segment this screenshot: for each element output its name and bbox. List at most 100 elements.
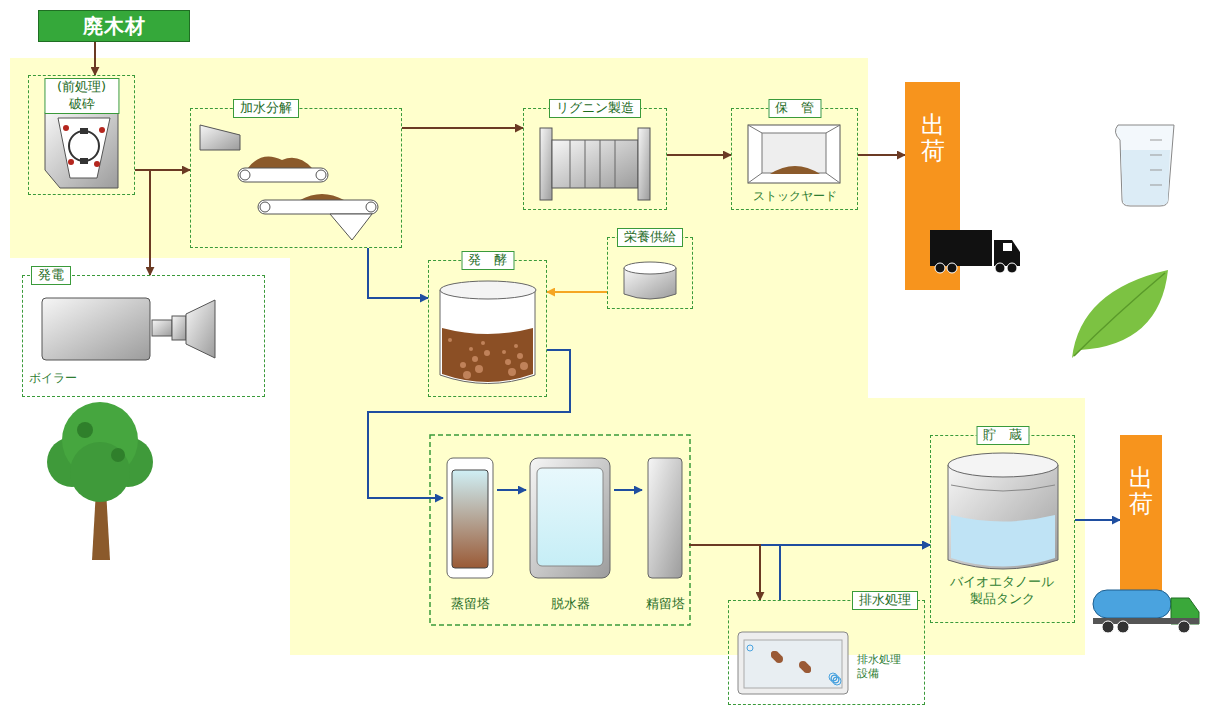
wastewater-basin-part-part	[771, 651, 779, 659]
tanker-truck-part	[1102, 621, 1114, 633]
truck-part	[995, 263, 1005, 273]
heading-tab: 栄養供給	[617, 228, 683, 247]
wastewater-basin-part-part	[829, 673, 837, 681]
flow-arrow	[689, 545, 760, 600]
dehydrator	[530, 458, 610, 578]
flow-arrow	[1075, 519, 1120, 521]
conveyor-part	[316, 170, 326, 180]
fermenter-tank-part-part	[448, 338, 452, 342]
nutrient-tank-part	[624, 262, 676, 274]
conveyor-part	[248, 156, 312, 168]
fermenter-tank-part-part	[484, 350, 490, 356]
stockyard-part	[748, 173, 762, 183]
lignin-drum-part	[638, 128, 650, 200]
crusher-part	[94, 161, 100, 167]
fermenter-tank-part-part	[502, 350, 506, 354]
stockyard-part	[748, 125, 840, 183]
rectifying-column	[648, 458, 682, 578]
boiler-part	[42, 298, 150, 360]
lignin-drum-part	[615, 140, 616, 188]
lignin-drum-part	[540, 128, 552, 200]
process-box: 排水処理排水処理 設備	[728, 600, 925, 705]
wastewater-basin-part-part	[771, 651, 777, 657]
equipment-label: 排水処理 設備	[857, 653, 908, 682]
product-tank	[948, 453, 1058, 569]
leaf-part	[1074, 273, 1165, 356]
lignin-drum-part	[552, 140, 638, 188]
process-box: 発 酵	[428, 260, 547, 397]
truck-part	[1007, 263, 1017, 273]
vertical-label: 出荷	[921, 112, 945, 165]
equipment-label-box: 脱水器	[526, 455, 614, 615]
equipment-label: 蒸留塔	[451, 595, 490, 613]
flow-arrow	[497, 489, 526, 491]
vertical-label: 出荷	[1129, 465, 1153, 518]
fermenter-tank-part-part	[469, 347, 473, 351]
stockyard-part	[826, 173, 840, 183]
equipment-label-box: 精留塔	[642, 455, 689, 615]
rectifying-column-part	[648, 458, 682, 578]
source-label: 廃木材	[83, 13, 146, 40]
fermenter-tank-part-part	[508, 368, 516, 376]
process-box: リグニン製造	[523, 108, 667, 210]
equipment-label-box: 蒸留塔	[443, 455, 497, 615]
conveyor-part	[366, 202, 376, 212]
fermenter-tank-part	[440, 281, 536, 299]
fermenter-tank-part-part	[475, 365, 483, 373]
tree-part	[111, 448, 125, 462]
process-box: 保 管ストックヤード	[731, 108, 858, 210]
heading-tab: 排水処理	[852, 591, 918, 610]
equipment-label: ストックヤード	[732, 189, 857, 205]
heading-tab: (前処理) 破砕	[44, 78, 119, 114]
product-tank-part	[951, 485, 1055, 491]
crusher-part	[63, 125, 69, 131]
distillation-column	[447, 458, 493, 578]
stockyard-part	[826, 125, 840, 133]
wastewater-basin	[738, 632, 848, 694]
lignin-drum	[540, 128, 650, 200]
fermenter-tank-part-part	[463, 371, 471, 379]
conveyor-part	[200, 125, 240, 150]
conveyor-part	[240, 170, 250, 180]
truck	[930, 230, 1020, 273]
wastewater-basin-part	[744, 640, 842, 688]
dehydrator-part	[537, 468, 603, 566]
flow-arrow	[135, 170, 150, 275]
wastewater-basin-part-part	[831, 675, 839, 683]
flow-arrow	[614, 489, 642, 491]
wastewater-basin-part	[738, 632, 848, 694]
fermenter-tank-part-part	[481, 341, 485, 345]
stockyard-part	[770, 166, 820, 174]
truck-part	[1003, 243, 1012, 251]
truck-part	[935, 263, 945, 273]
fermenter-tank-part	[448, 338, 528, 379]
heading-tab: 加水分解	[233, 99, 299, 118]
shipping-box: 出荷	[905, 82, 960, 222]
lignin-drum-part	[600, 140, 601, 188]
flow-arrow	[667, 154, 731, 156]
tree	[47, 402, 153, 560]
conveyor-part	[300, 194, 344, 200]
stockyard-part	[748, 125, 762, 133]
fermenter-tank-part-part	[505, 359, 511, 365]
boiler-part	[172, 316, 186, 340]
fermenter-tank-part-part	[517, 353, 523, 359]
conveyor-part	[330, 214, 372, 240]
process-box: 栄養供給	[607, 237, 693, 309]
crusher-part	[58, 118, 110, 178]
heading-tab: 貯 蔵	[976, 426, 1029, 445]
lignin-drum-part	[585, 140, 586, 188]
tree-part	[77, 422, 93, 438]
dehydrator-part	[530, 458, 610, 578]
wastewater-basin-part	[747, 645, 841, 685]
product-tank-part	[951, 515, 1055, 567]
tanker-truck-part	[1117, 621, 1129, 633]
source-box: 廃木材	[38, 10, 190, 42]
process-box: 発電ボイラー	[22, 275, 265, 397]
process-area	[10, 58, 1085, 655]
crusher-part	[45, 112, 118, 188]
crusher-part	[80, 128, 88, 134]
fermenter-tank-part-part	[520, 362, 528, 370]
crusher-part	[69, 131, 99, 161]
